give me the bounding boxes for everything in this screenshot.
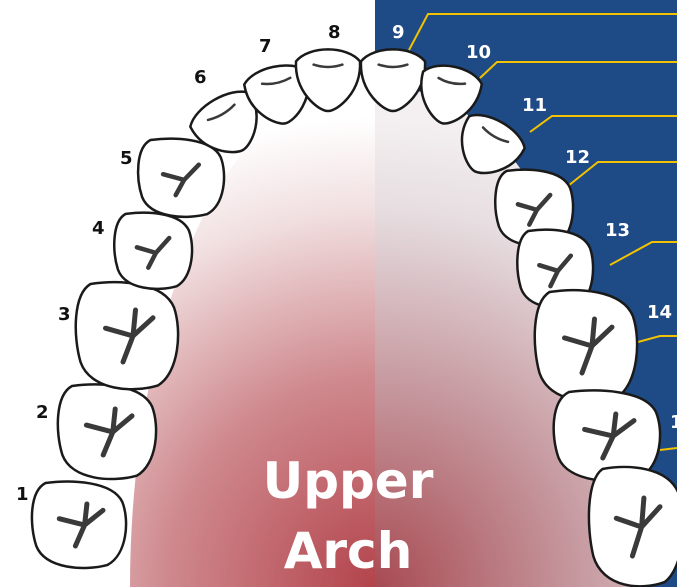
tooth-number-8: 8: [328, 22, 341, 43]
tooth-number-5: 5: [120, 148, 133, 169]
title-upper: Upper: [263, 452, 434, 510]
tooth-number-12: 12: [565, 147, 590, 168]
title-arch: Arch: [284, 522, 413, 580]
tooth-number-6: 6: [194, 67, 207, 88]
molar-icon: [58, 384, 156, 479]
tooth-number-4: 4: [92, 218, 105, 239]
premolar-icon: [114, 213, 192, 289]
premolar-icon: [138, 139, 224, 217]
tooth-number-2: 2: [36, 402, 49, 423]
tooth-number-13: 13: [605, 220, 630, 241]
tooth-number-7: 7: [259, 36, 272, 57]
tooth-number-15: 15: [670, 412, 677, 433]
tooth-number-9: 9: [392, 22, 405, 43]
tooth-number-11: 11: [522, 95, 547, 116]
tooth-outline: [589, 467, 677, 586]
tooth-number-14: 14: [647, 302, 672, 323]
molar-icon: [32, 482, 126, 568]
molar-icon: [589, 467, 677, 586]
tooth-number-3: 3: [58, 304, 71, 325]
tooth-number-10: 10: [466, 42, 491, 63]
molar-icon: [535, 290, 637, 401]
tooth-number-1: 1: [16, 484, 29, 505]
molar-icon: [76, 282, 178, 389]
